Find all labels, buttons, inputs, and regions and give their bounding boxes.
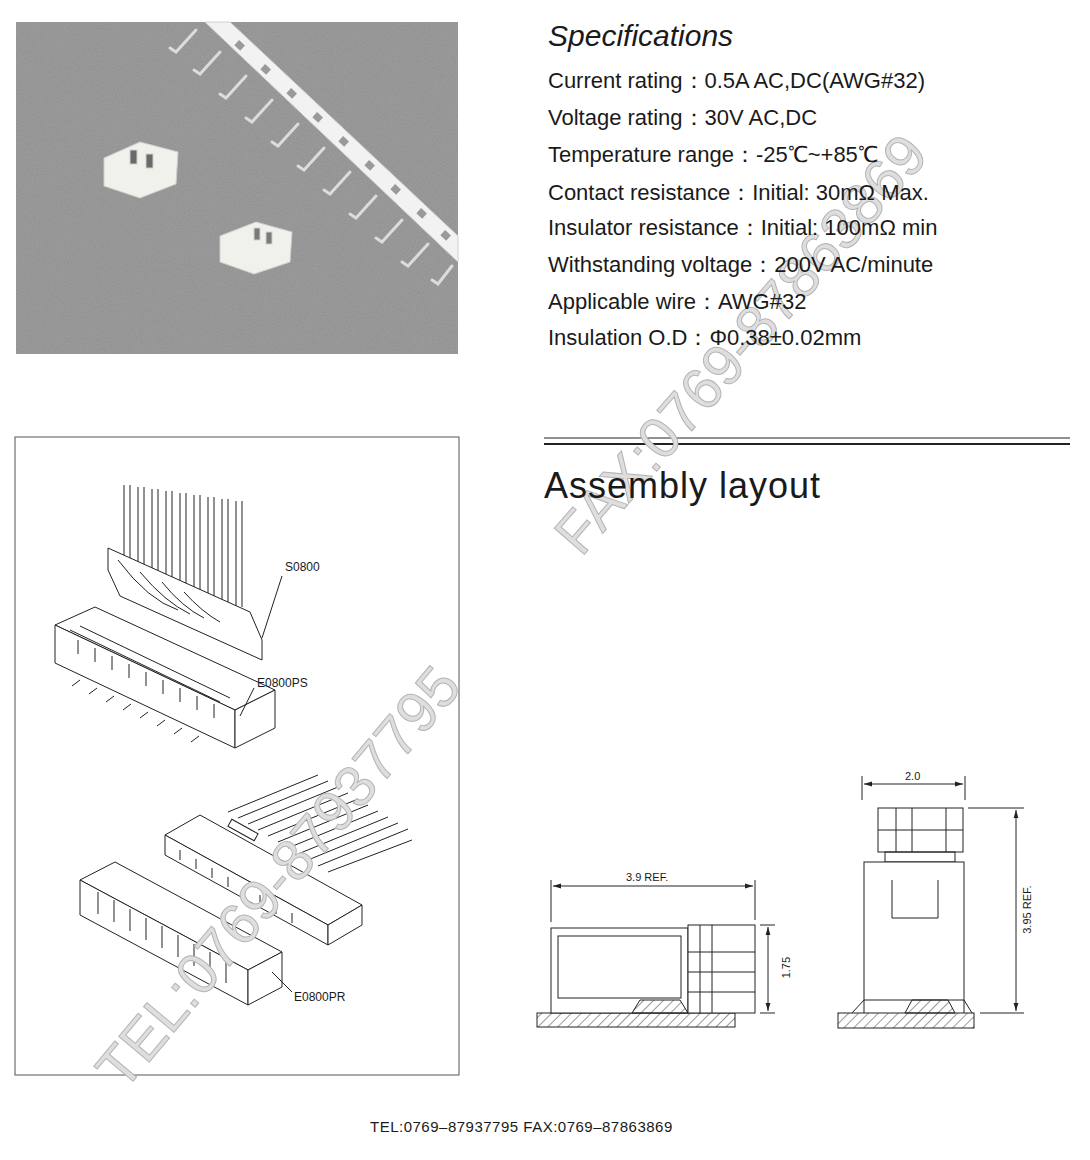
spec-line: Temperature range：-25℃~+85℃ — [548, 142, 878, 168]
part-name: E0800PR — [294, 990, 345, 1004]
part-name: E0800PS — [257, 676, 308, 690]
contact-footer: TEL:0769–87937795 FAX:0769–87863869 — [370, 1118, 673, 1136]
section-heading: Assembly layout — [544, 464, 821, 507]
spec-line: Insulation O.D：Φ0.38±0.02mm — [548, 325, 861, 351]
iso-assembly-upper — [55, 485, 282, 748]
side-view-drawing — [537, 880, 775, 1027]
spec-line: Voltage rating：30V AC,DC — [548, 105, 817, 131]
dimension-label: 2.0 — [905, 770, 920, 783]
spec-line: Withstanding voltage：200V AC/minute — [548, 252, 933, 278]
part-name: S0800 — [285, 560, 320, 574]
dimension-label: 3.9 REF. — [626, 871, 668, 884]
spec-line: Contact resistance：Initial: 30mΩ Max. — [548, 180, 929, 206]
spec-line: Current rating：0.5A AC,DC(AWG#32) — [548, 68, 925, 94]
section-heading: Specifications — [548, 18, 733, 54]
spec-line: Applicable wire：AWG#32 — [548, 289, 806, 315]
product-photo — [16, 22, 458, 354]
spec-line: Insulator resistance：Initial: 100mΩ min — [548, 215, 937, 241]
dimension-label: 3.95 REF. — [1021, 885, 1034, 933]
dimension-label: 1.75 — [780, 957, 793, 978]
front-view-drawing — [838, 776, 1024, 1028]
